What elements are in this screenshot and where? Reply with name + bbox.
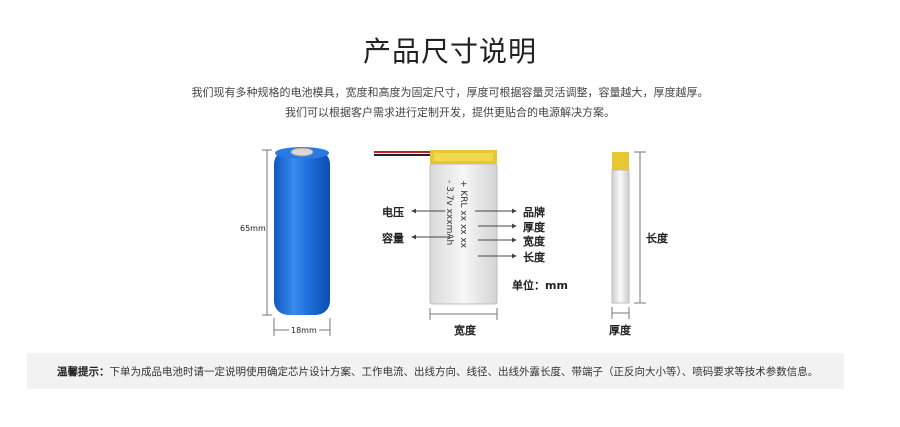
- cylinder-height-dimension: [262, 149, 272, 316]
- reminder-text: 下单为成品电池时请一定说明使用确定芯片设计方案、工作电流、出线方向、线径、出线外…: [109, 365, 819, 378]
- label-brand: 品牌: [523, 206, 545, 219]
- pouch-right-arrows: [475, 208, 517, 259]
- side-thickness-dimension: [611, 307, 630, 319]
- side-view-battery: [611, 152, 630, 304]
- label-width: 宽度: [523, 235, 545, 248]
- side-thickness-label: 厚度: [609, 324, 631, 337]
- cylindrical-battery: [274, 147, 330, 315]
- label-thickness: 厚度: [523, 221, 545, 234]
- label-voltage: 电压: [382, 206, 404, 219]
- label-capacity: 容量: [382, 232, 404, 245]
- intro-line-1: 我们现有多种规格的电池模具，宽度和高度为固定尺寸，厚度可根据容量灵活调整，容量越…: [191, 86, 709, 99]
- pouch-left-arrows: [411, 208, 450, 240]
- reminder-bar: 温馨提示： 下单为成品电池时请一定说明使用确定芯片设计方案、工作电流、出线方向、…: [27, 353, 844, 389]
- page-title: 产品尺寸说明: [362, 35, 537, 68]
- label-length: 长度: [523, 251, 545, 264]
- pouch-bottom-width-label: 宽度: [454, 324, 476, 337]
- pouch-print-line-2: - 3.7v xxxmAh: [444, 180, 454, 246]
- pouch-battery: [374, 150, 498, 305]
- unit-label: 单位：mm: [512, 279, 568, 292]
- side-length-dimension: [634, 151, 646, 304]
- cylinder-width-label: 18mm: [289, 326, 319, 335]
- side-length-label: 长度: [646, 232, 668, 245]
- pouch-print-line-1: + KRL xx xx xx: [458, 180, 468, 249]
- cylinder-height-label: 65mm: [240, 224, 266, 233]
- pouch-width-dimension: [429, 308, 498, 320]
- reminder-prefix: 温馨提示：: [57, 365, 110, 378]
- intro-line-2: 我们可以根据客户需求进行定制开发，提供更贴合的电源解决方案。: [285, 106, 615, 119]
